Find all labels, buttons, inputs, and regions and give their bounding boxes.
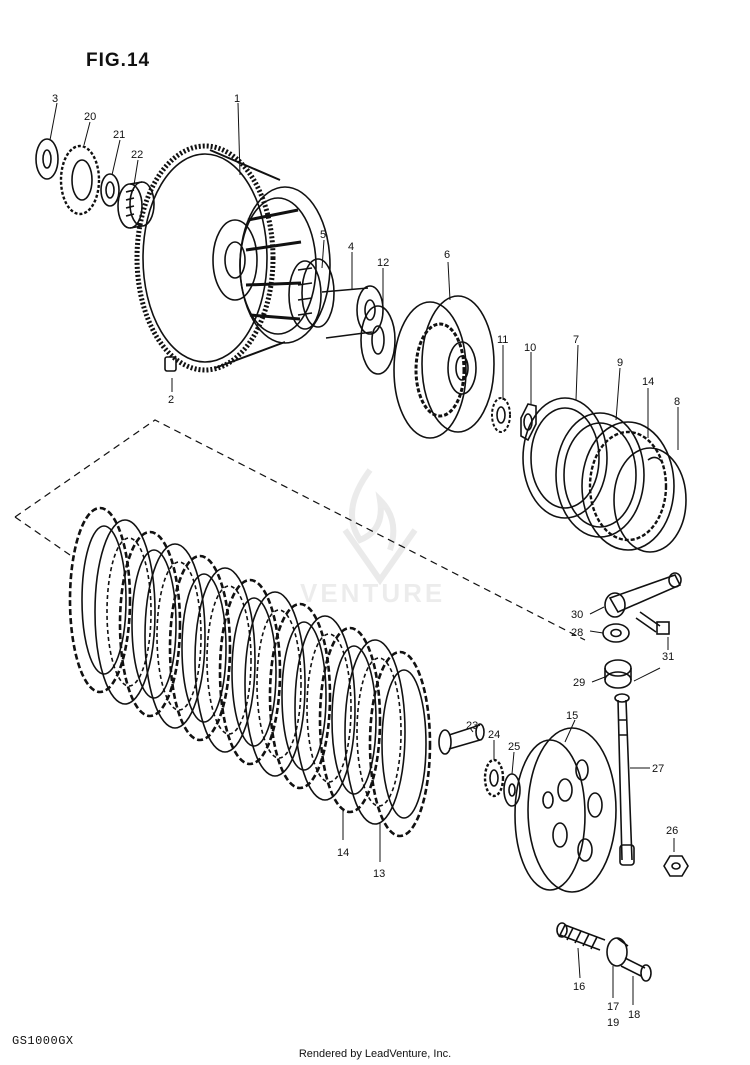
callout-26: 26	[666, 825, 678, 837]
callout-6: 6	[444, 249, 450, 261]
part-22-needle-bearing	[117, 181, 155, 229]
clutch-plate	[218, 578, 282, 766]
callout-21: 21	[113, 129, 125, 141]
callout-7: 7	[573, 334, 579, 346]
callout-20: 20	[84, 111, 96, 123]
callout-3: 3	[52, 93, 58, 105]
callout-5: 5	[320, 229, 326, 241]
part-28-oil-seal	[602, 623, 630, 643]
callout-9: 9	[617, 357, 623, 369]
leader-lines	[49, 102, 679, 1005]
clutch-plate	[94, 519, 156, 705]
part-16-spring	[556, 922, 606, 951]
callout-19: 19	[607, 1017, 619, 1029]
clutch-plate-stack	[68, 506, 432, 838]
callout-27: 27	[652, 763, 664, 775]
exploded-guide-lines	[14, 419, 586, 641]
part-6-clutch-hub	[393, 295, 495, 439]
callout-1: 1	[234, 93, 240, 105]
clutch-plate	[344, 639, 406, 825]
callout-2: 2	[168, 394, 174, 406]
callout-29: 29	[573, 677, 585, 689]
part-2-pin	[164, 356, 177, 372]
callout-18: 18	[628, 1009, 640, 1021]
part-17-19-plate	[606, 937, 629, 967]
part-18-bolt	[620, 957, 652, 982]
part-31-bolt	[635, 611, 670, 635]
callout-8: 8	[674, 396, 680, 408]
part-29-cap	[604, 659, 632, 689]
callout-10: 10	[524, 342, 536, 354]
callout-14-lower: 14	[337, 847, 349, 859]
callout-labels: 3 20 21 22 1 5 4 12 6 11 10 7 9 14 8 2 3…	[52, 93, 680, 1029]
callout-23: 23	[466, 720, 478, 732]
clutch-plate	[318, 626, 382, 814]
part-27-release-shaft	[614, 693, 635, 866]
callout-4: 4	[348, 241, 354, 253]
part-26-nut	[663, 855, 689, 877]
part-24-bearing	[483, 758, 505, 798]
part-9-spring-seat	[555, 412, 645, 538]
clutch-plate	[294, 615, 356, 801]
clutch-plate	[368, 650, 432, 838]
callout-25: 25	[508, 741, 520, 753]
part-12-thrust-washer	[360, 305, 396, 375]
callout-14-upper: 14	[642, 376, 654, 388]
callout-13: 13	[373, 868, 385, 880]
clutch-plate	[194, 567, 256, 753]
part-11-lock-washer	[491, 397, 511, 433]
callout-28: 28	[571, 627, 583, 639]
callout-24: 24	[488, 729, 500, 741]
part-23-bolt	[438, 723, 485, 755]
part-15-pressure-plate	[514, 727, 617, 893]
clutch-plate	[168, 554, 232, 742]
callout-17: 17	[607, 1001, 619, 1013]
part-10-nut	[520, 403, 537, 442]
clutch-plate	[144, 543, 206, 729]
callout-15: 15	[566, 710, 578, 722]
part-21-spacer	[100, 173, 120, 207]
clutch-plate	[268, 602, 332, 790]
part-30-release-lever	[604, 572, 682, 618]
watermark-text: VENTURE	[300, 578, 446, 608]
model-code: GS1000GX	[12, 1034, 74, 1048]
part-3-washer	[35, 138, 59, 180]
callout-12: 12	[377, 257, 389, 269]
callout-31: 31	[662, 651, 674, 663]
callout-16: 16	[573, 981, 585, 993]
watermark-logo	[342, 468, 418, 586]
callout-11: 11	[497, 334, 508, 346]
part-7-spring-plate	[522, 397, 608, 519]
callout-22: 22	[131, 149, 143, 161]
part-20-sprocket	[59, 144, 101, 216]
clutch-plate	[118, 530, 182, 718]
callout-30: 30	[571, 609, 583, 621]
part-1-clutch-housing	[134, 143, 331, 373]
render-credit: Rendered by LeadVenture, Inc.	[298, 1048, 452, 1060]
part-8-wire-ring	[613, 447, 687, 553]
clutch-plate	[68, 506, 132, 694]
figure-title: FIG.14	[86, 50, 151, 71]
clutch-plate	[244, 591, 306, 777]
part-5-needle-bearing	[288, 258, 335, 330]
